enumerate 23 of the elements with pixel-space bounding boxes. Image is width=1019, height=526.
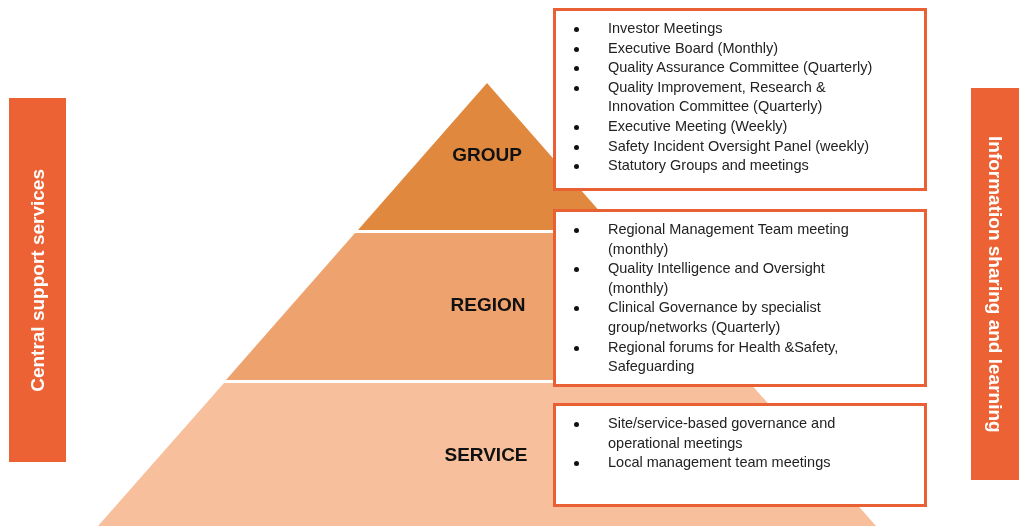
text-box [553, 403, 927, 507]
list-item: Quality Intelligence and Oversight (monthly) [608, 259, 826, 298]
list-item: Executive Meeting (Weekly) [608, 116, 789, 136]
text-box [553, 8, 927, 191]
list-item: Investor Meetings [608, 19, 724, 38]
list-item: Regional Management Team meeting (monthly) [608, 220, 850, 259]
list-item: Regional forums for Health &Safety, Safeguarding [608, 337, 840, 377]
list-item: Safety Incident Oversight Panel (weekly) [608, 136, 871, 156]
tier-label: GROUP [452, 144, 522, 166]
tier-label: REGION [450, 294, 526, 316]
side-banner [9, 98, 66, 462]
list-item: Statutory Groups and meetings [608, 156, 810, 176]
text-box [553, 209, 927, 387]
list-item: Quality Assurance Committee (Quarterly) [608, 58, 874, 78]
list-item: Quality Improvement, Research & Innovation Committee (Quarterly) [608, 77, 827, 117]
banner-label: Information sharing and learning [984, 135, 1006, 433]
list-item: Executive Board (Monthly) [608, 38, 780, 58]
banner-label: Central support services [26, 168, 49, 392]
list-item: Clinical Governance by specialist group/networks (Quarterly) [608, 298, 822, 337]
list-item: Site/service-based governance and operational meetings [608, 414, 837, 453]
tier-label: SERVICE [444, 444, 528, 466]
list-item: Local management team meetings [608, 453, 832, 473]
side-banner [971, 88, 1019, 480]
